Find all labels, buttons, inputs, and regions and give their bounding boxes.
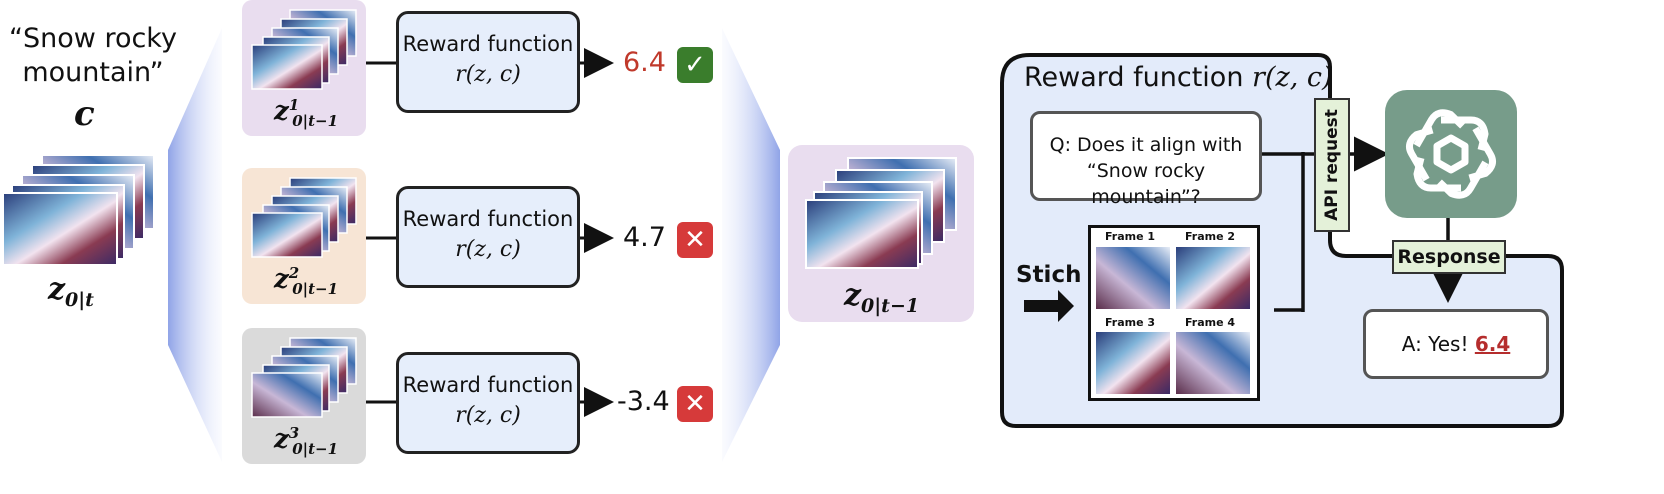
question-line-2: “Snow rocky mountain”? — [1086, 160, 1206, 208]
cross-icon: ✕ — [677, 386, 713, 422]
latent-index: 3 — [288, 424, 300, 442]
expand-funnel — [168, 28, 222, 462]
reward-formula: r(z, c) — [455, 62, 521, 87]
candidate-video-stack-2 — [251, 177, 357, 258]
openai-logo-icon — [1385, 90, 1517, 218]
prompt-line-2: mountain” — [22, 57, 164, 88]
reward-formula: r(z, c) — [455, 237, 521, 262]
latent-subscript: 0|t−1 — [292, 279, 339, 298]
frame-thumb-2 — [1176, 247, 1250, 309]
reward-function-box-1: Reward function r(z, c) — [396, 11, 580, 113]
latent-base: z — [274, 96, 289, 127]
current-latent-video-stack — [2, 154, 155, 266]
answer-score: 6.4 — [1474, 332, 1511, 356]
candidate-video-stack-3 — [251, 337, 357, 418]
candidate-label-3: z30|t−1 — [274, 424, 338, 458]
reward-title: Reward function — [402, 373, 574, 397]
check-icon: ✓ — [677, 47, 713, 83]
stitch-label: Stich — [1016, 262, 1082, 288]
candidate-label-2: z20|t−1 — [274, 264, 338, 298]
reward-score-2: 4.7 — [623, 222, 666, 253]
frame-thumb-4 — [1176, 332, 1250, 394]
current-latent-label: z0|t — [48, 272, 94, 311]
frame-thumb-1 — [1096, 247, 1170, 309]
api-request-text: API request — [1322, 109, 1342, 221]
merge-funnel — [722, 28, 780, 462]
selected-latent-video-stack — [805, 157, 957, 269]
detail-title-text: Reward function — [1024, 62, 1244, 93]
reward-score-3: -3.4 — [617, 386, 670, 417]
candidate-video-stack-1 — [251, 9, 357, 90]
candidate-label-1: z10|t−1 — [274, 96, 338, 130]
frame-label-3: Frame 3 — [1104, 316, 1156, 329]
frame-thumb-3 — [1096, 332, 1170, 394]
reward-score-1: 6.4 — [623, 47, 666, 78]
prompt-line-1: “Snow rocky — [9, 23, 177, 54]
api-request-tag — [1314, 98, 1350, 232]
latent-base: z — [48, 272, 66, 307]
cross-icon: ✕ — [677, 222, 713, 258]
answer-box: A: Yes! 6.4 — [1363, 309, 1549, 379]
question-line-1: Q: Does it align with — [1049, 134, 1243, 156]
frame-label-4: Frame 4 — [1184, 316, 1236, 329]
latent-subscript: 0|t−1 — [861, 295, 920, 317]
latent-base: z — [274, 264, 289, 295]
selected-latent-label: z0|t−1 — [844, 278, 919, 317]
frame-label-2: Frame 2 — [1184, 230, 1236, 243]
detail-formula: r(z, c) — [1252, 62, 1333, 93]
api-request-label: API request — [1322, 109, 1342, 221]
latent-index: 1 — [288, 96, 300, 114]
latent-subscript: 0|t−1 — [292, 439, 339, 458]
frame-label-1: Frame 1 — [1104, 230, 1156, 243]
text-prompt: “Snow rocky mountain” — [8, 22, 178, 90]
detail-title: Reward function r(z, c) — [1024, 62, 1333, 93]
latent-index: 2 — [288, 264, 300, 282]
reward-function-box-3: Reward function r(z, c) — [396, 352, 580, 454]
latent-base: z — [844, 278, 862, 313]
stitch-arrow-icon — [1024, 290, 1074, 322]
condition-symbol: c — [74, 94, 95, 134]
reward-title: Reward function — [402, 32, 574, 56]
question-box: Q: Does it align with “Snow rocky mounta… — [1030, 111, 1262, 208]
response-tag: Response — [1392, 240, 1506, 274]
latent-subscript: 0|t−1 — [292, 111, 339, 130]
frame-thumbnails — [1096, 247, 1250, 394]
answer-prefix: A: Yes! — [1401, 332, 1469, 356]
reward-title: Reward function — [402, 207, 574, 231]
latent-base: z — [274, 424, 289, 455]
reward-function-box-2: Reward function r(z, c) — [396, 186, 580, 288]
reward-formula: r(z, c) — [455, 403, 521, 428]
latent-subscript: 0|t — [65, 289, 94, 311]
